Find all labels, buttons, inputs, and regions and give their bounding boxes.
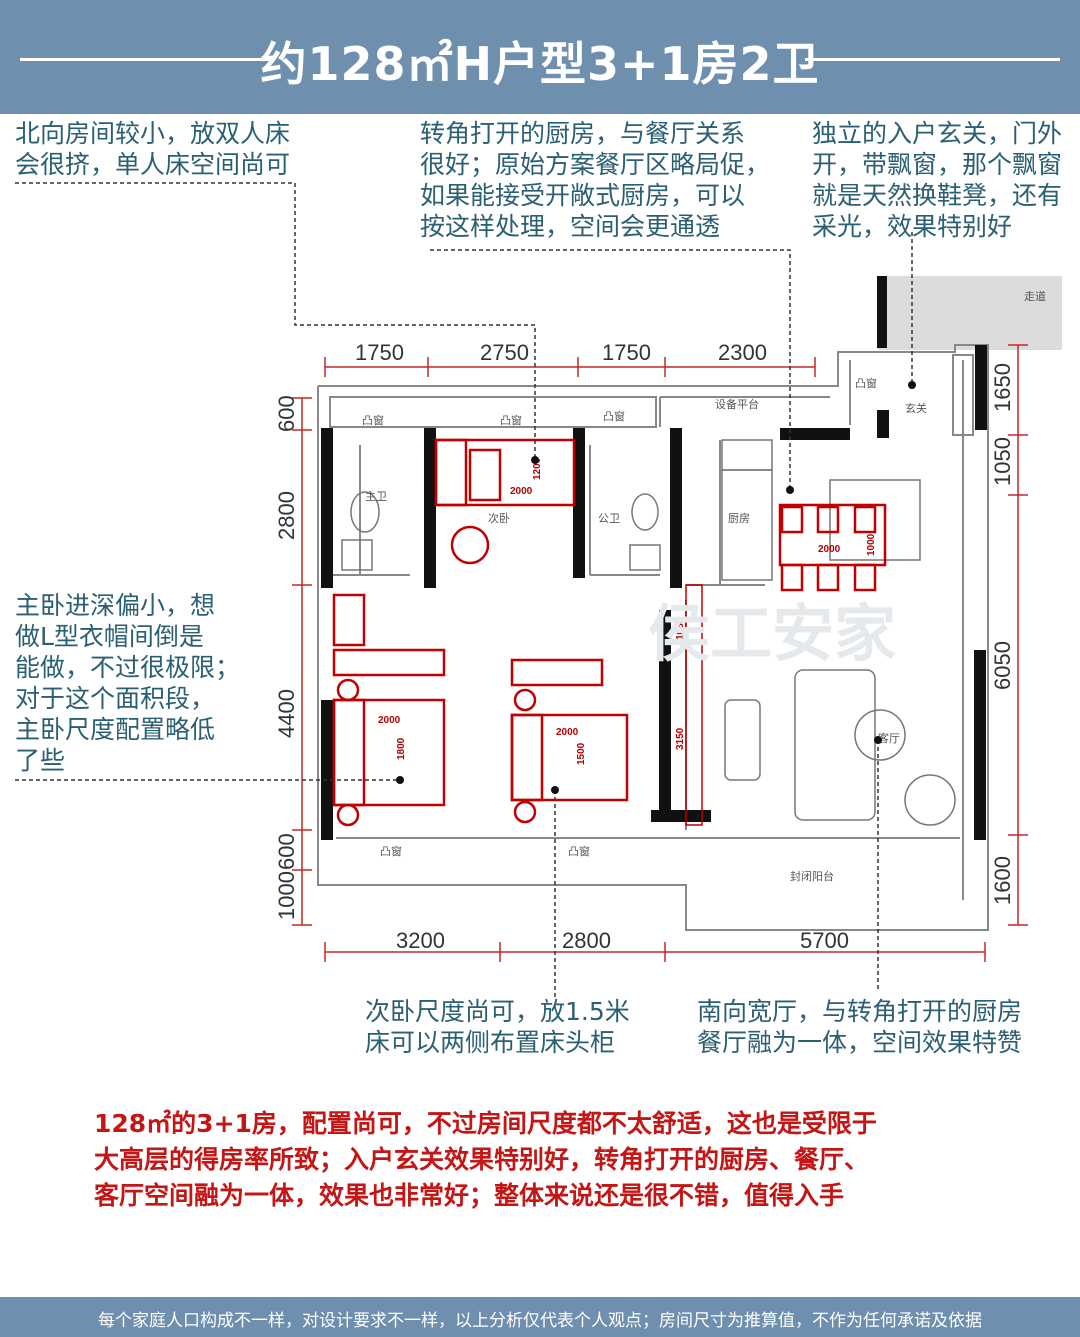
note-north-room: 北向房间较小，放双人床 会很挤，单人床空间尚可	[15, 119, 291, 179]
label-bay-window-6: 凸窗	[568, 844, 590, 858]
dim-bottom-3: 5700	[800, 928, 849, 953]
label-bay-window-5: 凸窗	[380, 844, 402, 858]
label-bay-window-1: 凸窗	[362, 413, 384, 427]
header-right-rule	[805, 58, 1060, 61]
furniture-living-depth: 3150	[675, 727, 686, 750]
label-master-bath: 主卫	[365, 490, 387, 503]
dim-top-4: 2300	[718, 340, 767, 365]
furniture-wardrobe-depth: 1200	[532, 457, 543, 480]
dim-right-1: 1650	[990, 363, 1015, 412]
note-kitchen: 转角打开的厨房，与餐厅关系 很好；原始方案餐厅区略局促， 如果能接受开敞式厨房，…	[420, 119, 771, 241]
note-master-bedroom: 主卧进深偏小，想 做L型衣帽间倒是 能做，不过很极限； 对于这个面积段， 主卧尺…	[15, 591, 241, 775]
label-bay-window-4: 凸窗	[855, 376, 877, 390]
label-equipment-platform: 设备平台	[715, 397, 759, 411]
dim-left-3: 4400	[274, 689, 299, 738]
furniture-second-bed-width: 2000	[556, 727, 579, 738]
footer-bar: 每个家庭人口构成不一样，对设计要求不一样，以上分析仅代表个人观点；房间尺寸为推算…	[0, 1297, 1080, 1337]
leader-dots	[396, 381, 916, 794]
dimension-lines	[292, 344, 1028, 962]
living-depth-marker	[685, 584, 703, 826]
furniture-dining-width: 2000	[818, 544, 841, 555]
label-corridor: 走道	[1024, 289, 1046, 303]
note-second-bedroom: 次卧尺度尚可，放1.5米 床可以两侧布置床头柜	[365, 997, 630, 1057]
footer-disclaimer: 每个家庭人口构成不一样，对设计要求不一样，以上分析仅代表个人观点；房间尺寸为推算…	[98, 1311, 982, 1331]
note-entrance: 独立的入户玄关，门外 开，带飘窗，那个飘窗 就是天然换鞋凳，还有 采光，效果特别…	[812, 119, 1063, 241]
label-public-bath: 公卫	[598, 512, 620, 525]
label-kitchen: 厨房	[728, 512, 750, 525]
dim-left-1: 600	[274, 395, 299, 432]
corridor-area	[878, 276, 1062, 350]
dim-top-1: 1750	[355, 340, 404, 365]
label-living-room: 客厅	[878, 731, 900, 745]
watermark: 侯工安家	[648, 597, 896, 670]
header-bar: 约128㎡H户型3+1房2卫	[0, 0, 1080, 114]
furniture-master-bed-width: 2000	[378, 715, 401, 726]
furniture-kitchen-gap: 1050	[675, 617, 686, 640]
furniture-second-bed-depth: 1500	[576, 742, 587, 765]
dim-bottom-1: 3200	[396, 928, 445, 953]
header-left-rule	[20, 58, 275, 61]
dim-bottom-2: 2800	[562, 928, 611, 953]
leader-lines	[15, 182, 913, 1000]
furniture-wardrobe-width: 2000	[510, 486, 533, 497]
furniture-master-bed-depth: 1800	[396, 737, 407, 760]
label-foyer: 玄关	[905, 401, 927, 415]
dim-right-2: 1050	[990, 437, 1015, 486]
dim-right-3: 6050	[990, 641, 1015, 690]
dim-right-4: 1600	[990, 856, 1015, 905]
furniture-dining-depth: 1000	[866, 533, 877, 556]
page-title: 约128㎡H户型3+1房2卫	[260, 37, 820, 91]
label-enclosed-balcony: 封闭阳台	[790, 869, 834, 883]
dim-left-5: 1000	[274, 871, 299, 920]
label-bay-window-3: 凸窗	[603, 409, 625, 423]
furniture-red	[332, 438, 887, 827]
fixtures	[341, 439, 956, 826]
dim-top-2: 2750	[480, 340, 529, 365]
dim-left-2: 2800	[274, 491, 299, 540]
thin-walls	[317, 344, 989, 931]
label-bay-window-2: 凸窗	[500, 413, 522, 427]
label-second-bedroom: 次卧	[488, 511, 510, 525]
structural-walls	[321, 276, 987, 840]
summary-text: 128㎡的3+1房，配置尚可，不过房间尺度都不太舒适，这也是受限于 大高层的得房…	[94, 1109, 877, 1210]
note-living-room: 南向宽厅，与转角打开的厨房 餐厅融为一体，空间效果特赞	[697, 997, 1023, 1057]
dim-top-3: 1750	[602, 340, 651, 365]
dim-left-4: 600	[274, 833, 299, 870]
